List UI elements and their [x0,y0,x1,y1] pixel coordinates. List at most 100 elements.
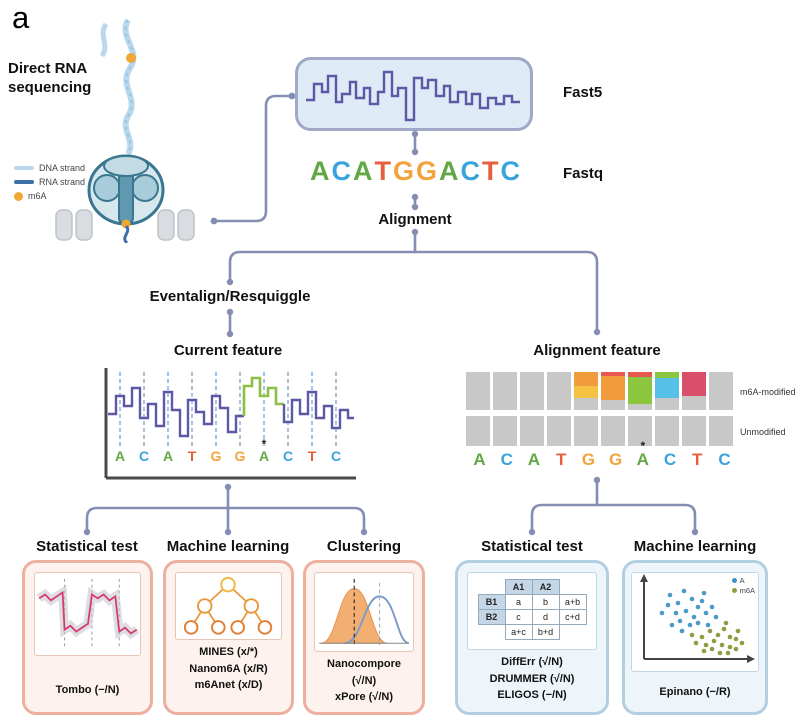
base-letter: G [608,450,623,469]
read-column [682,372,706,410]
read-column [628,372,652,410]
base-letter: T [307,448,317,464]
legend-item: m6A [14,191,85,201]
read-column [574,416,598,446]
tool-label: Nanom6A (x/R) [189,662,268,675]
box-title-statistical-test-left: Statistical test [36,538,138,555]
legend-label: A [739,576,745,585]
read-column [682,416,706,446]
base-letter: A [352,156,373,186]
membrane-icon [55,209,195,241]
table-cell: A2 [531,579,560,595]
read-column [466,416,490,446]
read-column [574,372,598,410]
clustering-plot [314,572,414,652]
mismatch-bar [574,386,598,398]
table-cell: b+d [531,624,560,640]
base-letter: T [482,156,499,186]
tombo-box: Tombo (−/N) [22,560,153,715]
tool-label: m6Anet (x/D) [194,679,263,691]
modified-row [466,372,733,410]
base-letter: C [138,448,150,464]
tool-label: Tombo (−/N) [55,684,120,696]
base-letter: C [718,450,731,469]
legend-line-icon [14,166,34,170]
raw-signal-icon [306,70,520,122]
box-title-machine-learning-left: Machine learning [166,538,290,555]
mismatch-bar [655,378,679,398]
table-cell: a+c [504,624,533,640]
m6a-mark-icon [126,53,136,63]
legend-dot-icon [731,588,737,593]
box-title-machine-learning-right: Machine learning [633,538,757,555]
legend-item: DNA strand [14,163,85,173]
m6a-dots-icon [689,620,745,656]
read-column [493,372,517,410]
ml-left-tools: MINES (x/*)Nanom6A (x/R)m6Anet (x/D) [166,644,291,694]
legend-line-icon [14,180,34,184]
base-letter: C [282,448,294,464]
modified-row-label: m6A-modified [740,387,796,397]
table-cell: B2 [477,609,506,625]
fastq-sequence: ACATGGACTC [309,156,521,187]
read-column [520,372,544,410]
base-letter: T [692,450,703,469]
m6a-mark-icon [121,219,131,229]
current-signal-icon [108,386,244,438]
read-column [466,372,490,410]
legend-item: m6A [731,586,755,595]
base-letter: G [416,156,438,186]
tombo-signal-icon [36,578,140,650]
mismatch-bar [682,372,706,396]
table-cell: c [504,609,533,625]
tombo-tools: Tombo (−/N) [25,660,150,699]
tombo-plot [34,572,141,656]
base-letter: T [555,450,567,469]
mismatch-bar [601,376,625,400]
mismatch-bar [628,372,652,377]
legend-dot-icon [14,191,23,201]
base-letter: C [500,450,513,469]
base-letter: G [210,448,222,464]
table-cell-empty [478,625,505,640]
alignment-feature-title: Alignment feature [533,342,661,359]
ml-right-tools: Epinano (−/R) [625,676,765,701]
distribution-clusters-icon [319,578,410,646]
stat-right-tools: DiffErr (√/N)DRUMMER (√/N)ELIGOS (−/N) [458,654,606,704]
fast5-signal-box [295,57,533,131]
base-letter: A [527,450,541,469]
base-letter: C [460,156,481,186]
base-letter: A [309,156,330,186]
base-letter: C [331,156,351,186]
legend-dot-icon [731,578,737,583]
mismatch-bar [574,372,598,386]
base-letter: T [374,156,391,186]
nanopore-illustration [55,18,195,243]
table-cell: A1 [504,579,533,595]
base-letter: A* [636,439,649,469]
tool-label: Epinano (−/R) [659,686,731,698]
pore-protein-icon [87,154,165,226]
base-letter: A [439,156,459,186]
table-cell: b [531,594,560,610]
base-letter: A [114,448,126,464]
legend-label: m6A [739,586,755,595]
fast5-label: Fast5 [563,84,603,101]
tool-label: DiffErr (√/N) [501,656,563,668]
legend-label: DNA strand [39,163,86,173]
read-column [709,372,733,410]
fastq-label: Fastq [563,165,604,182]
base-letter: T [187,448,197,464]
decision-tree-plot [175,572,282,640]
base-letter: A [473,450,486,469]
clustering-box: Nanocompore (√/N)xPore (√/N) [303,560,425,715]
